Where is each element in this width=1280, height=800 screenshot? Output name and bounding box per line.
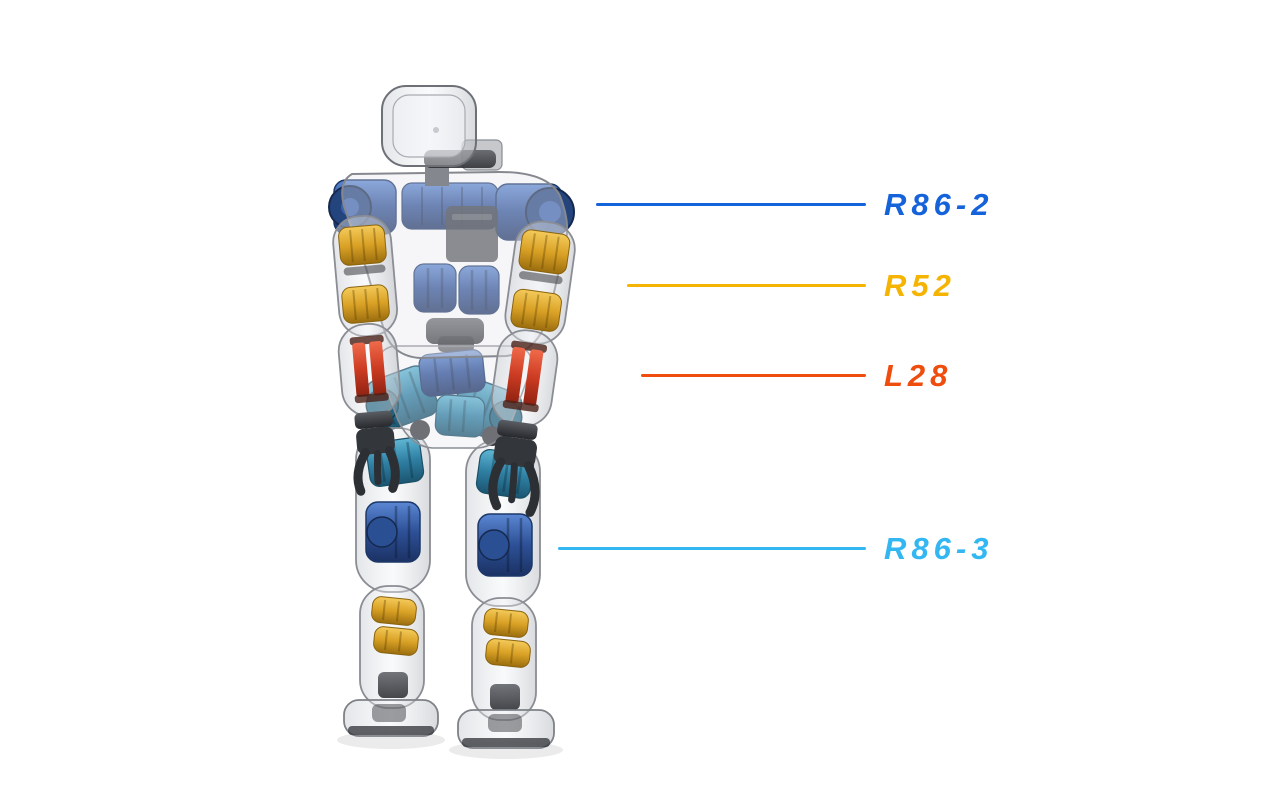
- ankle-joint-right: [490, 684, 520, 710]
- ankle-joint-left: [378, 672, 408, 698]
- neck: [425, 166, 449, 186]
- wrist-right: [497, 419, 538, 440]
- robot-torso: [328, 170, 575, 360]
- knee-motor-right: [477, 513, 533, 577]
- waist-motors: [413, 263, 500, 315]
- camera-dot: [433, 127, 439, 133]
- robot-right-arm: [488, 220, 576, 517]
- arm-motor-left-upper: [338, 224, 387, 266]
- pelvis-motor-teal: [434, 394, 486, 438]
- visor: [392, 94, 466, 158]
- robot-right-leg: [449, 377, 555, 749]
- elbow-motor-left: [341, 284, 390, 324]
- waist-base: [426, 318, 484, 344]
- forearm-actuator-left: [349, 334, 389, 404]
- robot-left-arm: [332, 214, 401, 496]
- arm-spacer-left: [343, 264, 386, 276]
- arm-spacer-right: [518, 271, 563, 285]
- foot-right: [457, 709, 555, 749]
- hand-right: [488, 436, 540, 517]
- robot-pelvis: [377, 336, 533, 449]
- elbow-motor-right: [510, 288, 562, 332]
- foot-left: [343, 699, 439, 737]
- ankle-motors-left: [371, 596, 419, 656]
- knee-motor-left: [365, 501, 421, 563]
- forearm-actuator-right: [502, 340, 548, 413]
- wrist-left: [354, 410, 393, 430]
- arm-motor-right-upper: [518, 229, 571, 275]
- hand-left: [353, 426, 400, 496]
- hip-connector-left: [410, 420, 430, 440]
- robot-head: [381, 85, 503, 186]
- chest-panel-slot: [452, 214, 492, 220]
- ankle-motors-right: [483, 608, 531, 668]
- pelvis-motor-blue: [418, 349, 486, 397]
